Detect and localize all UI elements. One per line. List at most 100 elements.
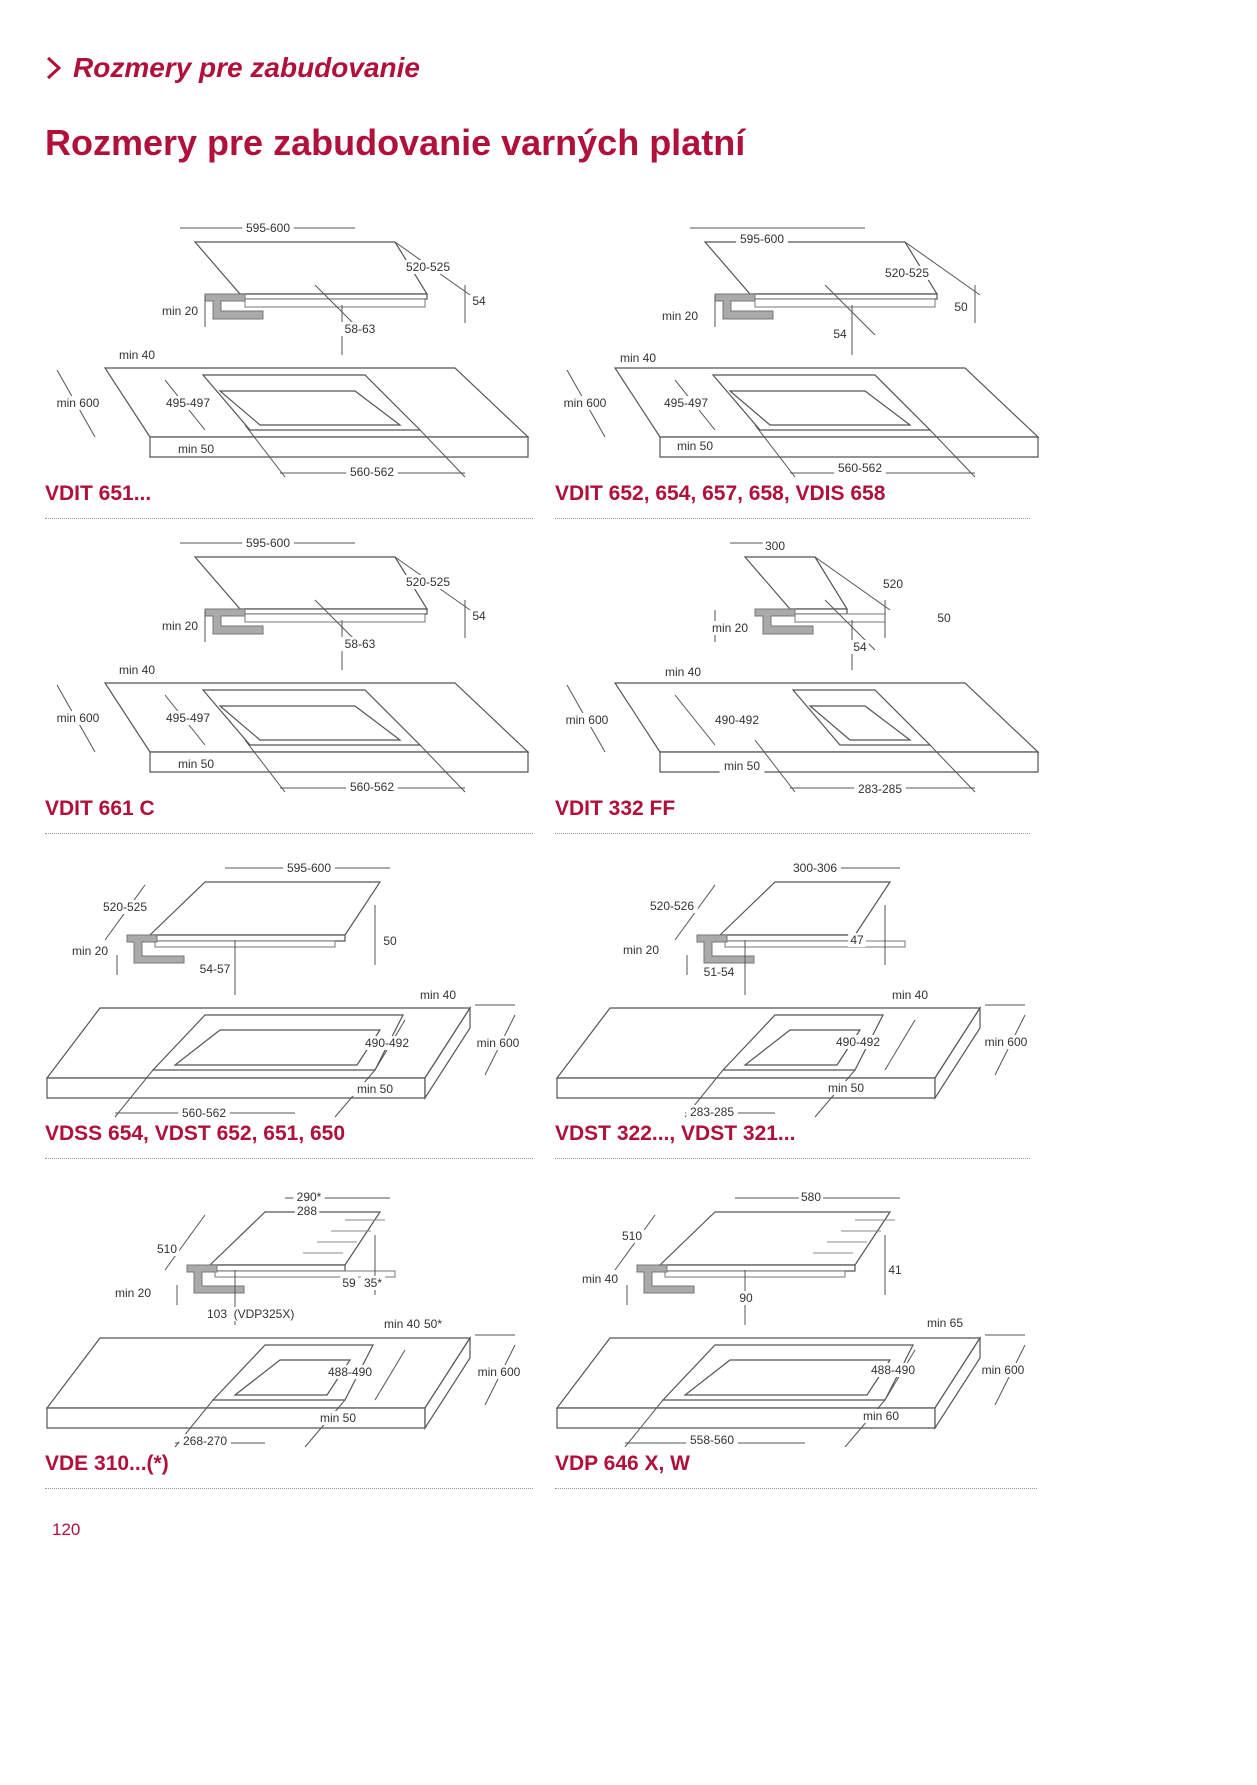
dimension-line [374,1349,406,1401]
label-bg [619,1229,645,1243]
dimension-label: 560-562 [182,1106,226,1120]
label-bg [346,780,398,794]
dimension-line [929,429,976,478]
hob-top [193,241,429,295]
label-bg [341,322,379,336]
label-bg [686,1105,738,1119]
label-bg [231,1307,297,1321]
hob-top [193,556,429,610]
mounting-bracket [186,1264,245,1294]
dimension-label: 41 [888,1263,902,1277]
dimension-line [814,556,891,611]
dimension-label: min 600 [477,1036,520,1050]
countertop-front [149,751,529,773]
mounting-bracket [754,608,814,635]
label-bg [980,1035,1032,1049]
label-bg [922,1316,968,1330]
label-bg [867,1363,919,1377]
dimension-label: min 65 [927,1316,963,1330]
divider [555,518,1030,519]
mounting-bracket [126,934,185,964]
dimension-label: 490-492 [365,1036,409,1050]
panel-title: VDE 310...(*) [45,1452,169,1475]
label-bg [935,611,953,625]
dimension-line [624,1399,664,1448]
label-bg [157,619,203,633]
label-bg [848,933,866,947]
breadcrumb[interactable]: Rozmery pre zabudovanie [45,52,420,84]
hob-body [664,1270,846,1278]
countertop-front [149,436,529,458]
dimension-label: min 20 [623,943,659,957]
label-bg [952,300,970,314]
dimension-label: min 600 [982,1363,1025,1377]
label-bg [660,396,712,410]
dimension-label: min 600 [57,711,100,725]
label-bg [789,861,841,875]
label-bg [341,637,379,651]
dimension-line [674,694,716,746]
dimension-label: 59 [342,1276,356,1290]
label-bg [854,782,906,796]
label-bg [352,1082,398,1096]
label-bg [561,713,613,727]
label-bg [831,327,849,341]
dimension-line [904,241,981,296]
cutout-inner [218,705,402,741]
dimension-label: 595-600 [246,536,290,550]
dimension-label: 495-497 [664,396,708,410]
dimension-label: min 40 [665,665,701,679]
dimension-label: 54 [833,327,847,341]
label-bg [402,575,454,589]
dimension-label: min 20 [162,304,198,318]
label-bg [881,266,933,280]
dimension-label: min 600 [564,396,607,410]
mounting-bracket [636,1264,695,1294]
dimension-label: min 40 [119,348,155,362]
dimension-label: 520-525 [406,260,450,274]
dimension-line [754,739,796,793]
countertop-front [556,1077,936,1099]
hob-top [718,881,892,936]
panel-title: VDIT 651... [45,482,152,505]
dimension-label: 560-562 [350,465,394,479]
divider [555,1158,1030,1159]
dimension-label: 50 [383,934,397,948]
label-bg [977,1363,1029,1377]
dimension-label: 560-562 [350,780,394,794]
cutout-inner [808,705,912,741]
label-bg [178,1106,230,1120]
dimension-line [244,739,286,793]
dimension-label: min 20 [72,944,108,958]
dimension-label: 50* [424,1317,442,1331]
page-title: Rozmery pre zabudovanie varných platní [45,122,746,163]
dimension-label: min 40 [582,1272,618,1286]
label-bg [700,965,738,979]
countertop-side [934,1335,981,1431]
cutout-inner [683,1359,892,1396]
dimension-label: 35* [364,1276,382,1290]
dimension-label: 54 [472,294,486,308]
label-bg [618,943,664,957]
countertop-front [659,436,1039,458]
label-bg [173,442,219,456]
dimension-label: 595-600 [246,221,290,235]
dimension-label: min 50 [357,1082,393,1096]
label-bg [340,1276,358,1290]
dimension-line [754,424,796,478]
label-bg [154,1242,180,1256]
panel-title: VDST 322..., VDST 321... [555,1122,796,1145]
countertop-side [424,1335,471,1431]
dimension-label: min 50 [828,1081,864,1095]
label-bg [294,1204,320,1218]
label-bg [242,536,294,550]
label-bg [67,944,113,958]
